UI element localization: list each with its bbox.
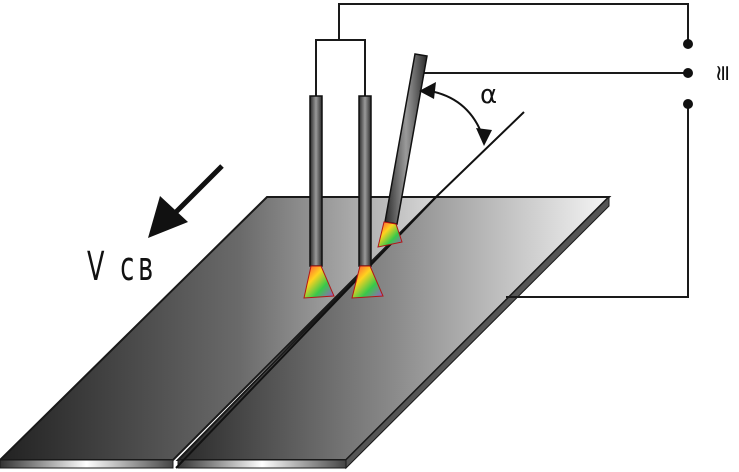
vertical-electrode-left xyxy=(303,95,335,299)
angle-label: α xyxy=(480,80,497,110)
arrow-head xyxy=(148,196,188,238)
arc-flame-icon xyxy=(351,265,384,299)
arc-flame-icon xyxy=(303,265,335,299)
speed-label: V св xyxy=(87,244,157,290)
power-source-symbol: ≅ xyxy=(711,64,736,82)
angle-arc-arrowhead xyxy=(476,128,492,146)
inclined-electrode xyxy=(377,53,428,248)
right-plate-front-edge xyxy=(177,459,347,469)
reference-line xyxy=(435,111,525,198)
arc-flame-icon xyxy=(377,221,403,248)
power-circuit xyxy=(315,3,689,298)
wire-top xyxy=(338,3,689,44)
terminal-middle xyxy=(683,68,693,78)
terminal-bottom xyxy=(683,99,693,109)
terminal-top xyxy=(683,39,693,49)
electrode-rod xyxy=(309,95,323,267)
angle-arc-arrowtail xyxy=(419,82,436,99)
left-plate-front-edge xyxy=(0,459,174,469)
wire-workpiece xyxy=(506,104,689,298)
wire-electrode-pair xyxy=(315,39,366,96)
power-terminals xyxy=(683,39,693,109)
arrow-shaft xyxy=(170,164,224,218)
vertical-electrode-right xyxy=(351,95,384,299)
electrode-rod xyxy=(358,95,372,267)
travel-direction-arrow xyxy=(148,164,224,238)
electrode-rod xyxy=(384,53,428,225)
workpiece-plates xyxy=(0,195,612,470)
